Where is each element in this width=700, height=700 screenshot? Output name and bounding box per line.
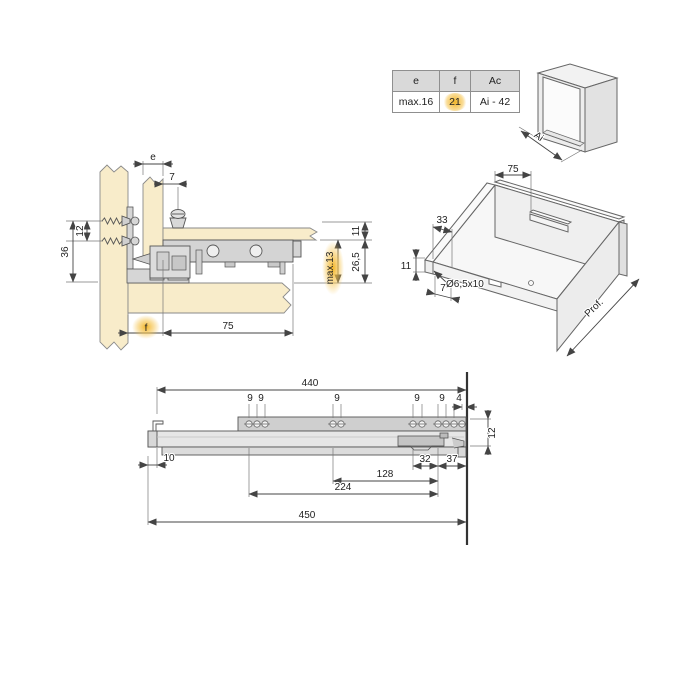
spec-header-f: f [439,70,471,92]
dim-label-440: 440 [302,378,319,389]
extension-lines [147,387,491,525]
spec-value-e: max.16 [392,91,440,113]
cabinet-side-panel [99,164,129,351]
dimension-lines [138,386,492,526]
rear-tab [529,213,569,233]
dim-label-9d: 9 [414,393,420,404]
dim-label-9b: 9 [258,393,264,404]
dim-label-11-3d: 11 [401,261,412,272]
spec-table-header-row: e f Ac [392,70,520,92]
slide-side-view-drawing: 440 9 9 9 9 9 4 12 10 32 37 128 224 450 [138,372,499,545]
spec-value-ac: Ai - 42 [470,91,520,113]
dim-label-11: 11 [351,225,362,236]
dim-label-10: 10 [163,453,175,464]
spec-table: e f Ac max.16 21 Ai - 42 [392,70,520,113]
mounting-holes [244,420,466,428]
spec-table-value-row: max.16 21 Ai - 42 [392,91,520,113]
base-hole [528,280,534,286]
spec-header-ac: Ac [470,70,520,92]
dim-label-7-3d: 7 [440,283,446,294]
rail-bottom-member [161,446,461,456]
latch-mechanism [397,432,465,451]
spec-header-e: e [392,70,440,92]
dim-label-32: 32 [419,454,431,465]
highlight-glow-f [132,315,160,339]
dim-label-slot: Ø6,5x10 [446,279,484,290]
dim-label-26-5: 26,5 [351,252,362,272]
highlight-glow-max13 [322,241,344,295]
dim-label-450: 450 [299,510,316,521]
screw-icon [101,235,131,247]
screw-icon [101,215,131,227]
dim-label-33: 33 [436,215,448,226]
adjuster-screw [169,209,187,229]
cross-section-drawing: e 7 12 36 11 26,5 max.13 f 75 [59,151,372,351]
slide-mechanism [149,239,302,279]
drawer-3d-drawing: 75 33 11 Ø6,5x10 7 Prof. [400,163,640,357]
lower-panel [127,282,292,314]
dim-label-224: 224 [335,482,352,493]
dim-label-f: f [145,323,148,334]
dim-label-7: 7 [169,172,175,183]
dim-label-37: 37 [446,454,458,465]
dim-label-e: e [150,152,156,163]
highlighted-value-f: 21 [443,93,467,111]
drawer-bottom-panel [162,227,318,241]
cabinet-3d-diagram: Ai [518,63,619,163]
dim-label-75: 75 [222,321,234,332]
dim-label-75-3d: 75 [507,164,519,175]
dim-label-max13: max.13 [325,251,336,284]
rail-back-member [237,416,467,432]
dim-label-4: 4 [456,393,462,404]
drawer-front-rail [432,261,558,312]
dim-label-128: 128 [377,469,394,480]
dim-label-9e: 9 [439,393,445,404]
spec-value-f: 21 [439,91,471,113]
dim-label-9a: 9 [247,393,253,404]
rail-front-hook [152,420,164,431]
dim-label-9c: 9 [334,393,340,404]
dim-label-12-side: 12 [487,427,498,439]
dim-label-36: 36 [60,246,71,258]
dim-label-12: 12 [75,225,86,237]
